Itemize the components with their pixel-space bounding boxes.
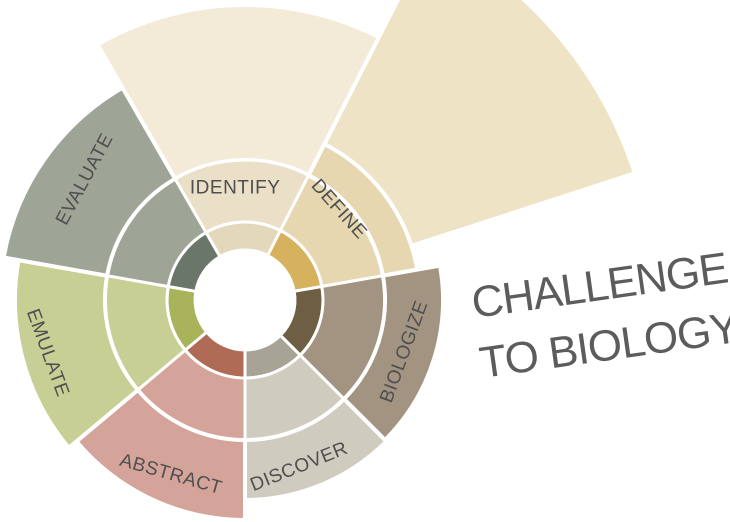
outer-segment-biologize <box>341 263 446 443</box>
outer-segment-evaluate <box>1 85 178 279</box>
outer-segment-emulate <box>13 257 141 451</box>
outer-segment-abstract <box>73 387 247 522</box>
segment-label-identify: IDENTIFY <box>190 177 281 198</box>
spiral-sectors <box>1 0 638 522</box>
middle-segment-identify <box>172 158 311 235</box>
center-hole <box>195 250 295 350</box>
